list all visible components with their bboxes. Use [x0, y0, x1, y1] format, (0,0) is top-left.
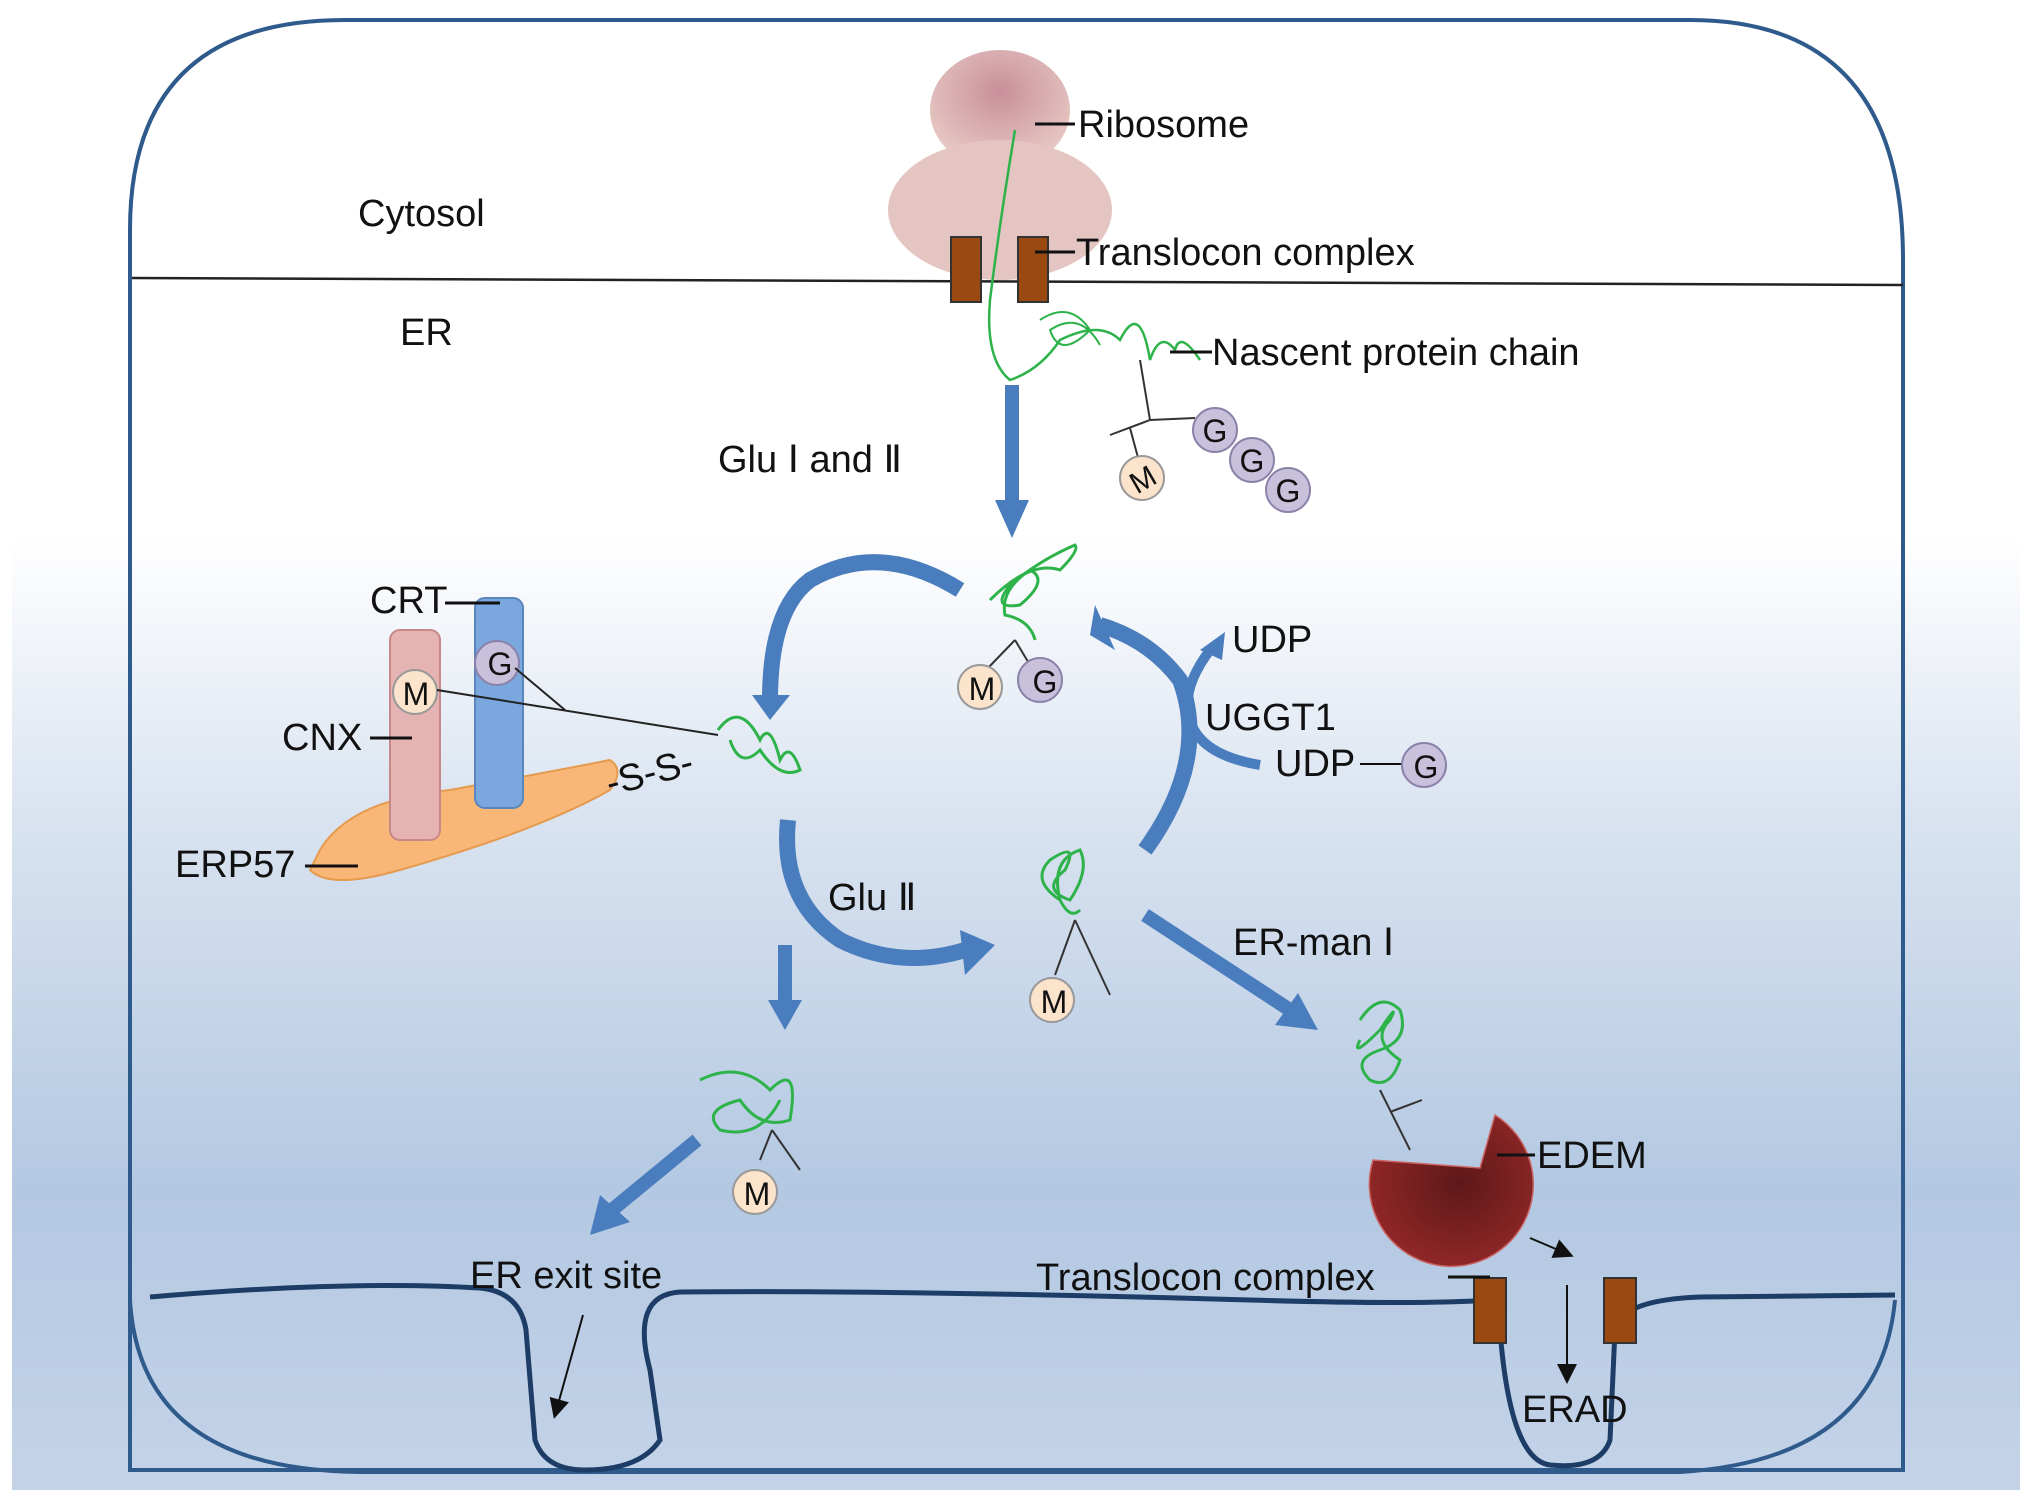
glu-i-ii-label: Glu Ⅰ and Ⅱ	[718, 439, 902, 481]
glucose-udp: G	[1401, 742, 1447, 788]
arrow-glu-ii	[779, 819, 968, 966]
svg-text:M: M	[969, 671, 996, 707]
edem	[1368, 1113, 1535, 1268]
er-exit-site-label: ER exit site	[470, 1255, 662, 1297]
mannose-folded: M	[732, 1169, 778, 1215]
ribosome-small-subunit	[930, 50, 1070, 170]
arrow-to-cnx-crt	[762, 554, 965, 701]
udp-in-label: UDP	[1275, 743, 1355, 785]
svg-text:G: G	[1033, 664, 1058, 700]
uggt1-label: UGGT1	[1205, 697, 1336, 739]
cnx-label: CNX	[282, 717, 362, 759]
translocon-top-left	[950, 236, 982, 303]
cnx	[389, 629, 441, 841]
erad-label: ERAD	[1522, 1389, 1628, 1431]
protein-folded	[699, 1070, 794, 1134]
arrow-to-cnx-crt-head	[752, 695, 790, 720]
arrow-uggt1-head	[1090, 605, 1115, 650]
glucose-crt: G	[474, 640, 520, 686]
exit-site-pointer	[549, 1314, 584, 1419]
glycan-branch-right	[1054, 919, 1076, 976]
arrow-udp-head	[1200, 632, 1225, 660]
glucose-top-1: G	[1192, 407, 1238, 453]
glycan-branch-center	[987, 639, 1016, 669]
arrow-glu-ii-head	[960, 930, 995, 975]
mannose-top: M	[1119, 455, 1165, 501]
er-man-i-label: ER-man Ⅰ	[1233, 922, 1394, 964]
arrow-er-man-i-head	[1275, 993, 1318, 1030]
svg-text:G: G	[1240, 443, 1265, 479]
er-label: ER	[400, 312, 453, 354]
arrow-to-exit-site	[607, 1134, 702, 1216]
protein-deglucosylated	[1040, 848, 1085, 915]
er-membrane-bottom	[149, 1282, 1896, 1473]
glycan-branch-folded-2	[771, 1129, 801, 1171]
glycan-branch-folded	[759, 1129, 773, 1161]
arrow-glu-i-ii-head	[995, 500, 1029, 538]
cytosol-label: Cytosol	[358, 193, 485, 235]
arrow-udp-glc-to-udp	[1182, 647, 1261, 770]
nascent-chain-loop	[1039, 311, 1101, 346]
erp57-label: ERP57	[175, 844, 295, 886]
mannose-cnx: M	[392, 669, 438, 715]
translocon-top-label: Translocon complex	[1076, 232, 1415, 274]
svg-text:G: G	[1203, 413, 1228, 449]
arrow-to-folded-head	[768, 1000, 802, 1030]
glucose-center: G	[1017, 657, 1063, 703]
cell-border-bottom	[128, 1299, 1897, 1474]
svg-text:M: M	[744, 1176, 771, 1212]
glycan-branch-right-2	[1074, 919, 1111, 996]
svg-text:G: G	[1276, 473, 1301, 509]
glucose-top-2: G	[1229, 437, 1275, 483]
translocon-bottom-right	[1603, 1277, 1637, 1344]
arrow-er-man-i	[1141, 909, 1294, 1016]
ribosome-label: Ribosome	[1078, 104, 1249, 146]
glu-ii-label: Glu Ⅱ	[828, 877, 916, 919]
glycan-link-cnx	[436, 689, 719, 736]
arrow-to-exit-site-head	[590, 1195, 630, 1235]
cell-border	[128, 18, 1905, 1472]
glucose-top-3: G	[1265, 467, 1311, 513]
nascent-chain-label: Nascent protein chain	[1212, 332, 1580, 374]
svg-text:M: M	[403, 676, 430, 712]
protein-monoglucosylated	[988, 543, 1078, 641]
glycan-misfolded	[1379, 1089, 1411, 1151]
edem-label: EDEM	[1537, 1135, 1647, 1177]
translocon-bottom-label: Translocon complex	[1036, 1257, 1375, 1299]
ribosome-large-subunit	[888, 140, 1112, 280]
svg-text:M: M	[1041, 984, 1068, 1020]
udp-out-label: UDP	[1232, 619, 1312, 661]
svg-text:G: G	[1414, 749, 1439, 785]
mannose-center: M	[957, 664, 1003, 710]
crt-label: CRT	[370, 580, 447, 622]
glycan-misfolded-branch	[1389, 1099, 1423, 1113]
mannose-right: M	[1029, 977, 1075, 1023]
svg-text:G: G	[488, 646, 513, 682]
edem-to-translocon-arrow	[1529, 1237, 1574, 1258]
glycan-link-crt	[514, 667, 566, 711]
translocon-top-right	[1017, 236, 1049, 303]
arrow-uggt1-reglucosylation	[1097, 617, 1198, 855]
protein-bound-cnx	[716, 715, 802, 774]
translocon-bottom-left	[1473, 1277, 1507, 1344]
nascent-protein-chain	[987, 129, 1202, 382]
protein-misfolded	[1356, 1000, 1404, 1084]
